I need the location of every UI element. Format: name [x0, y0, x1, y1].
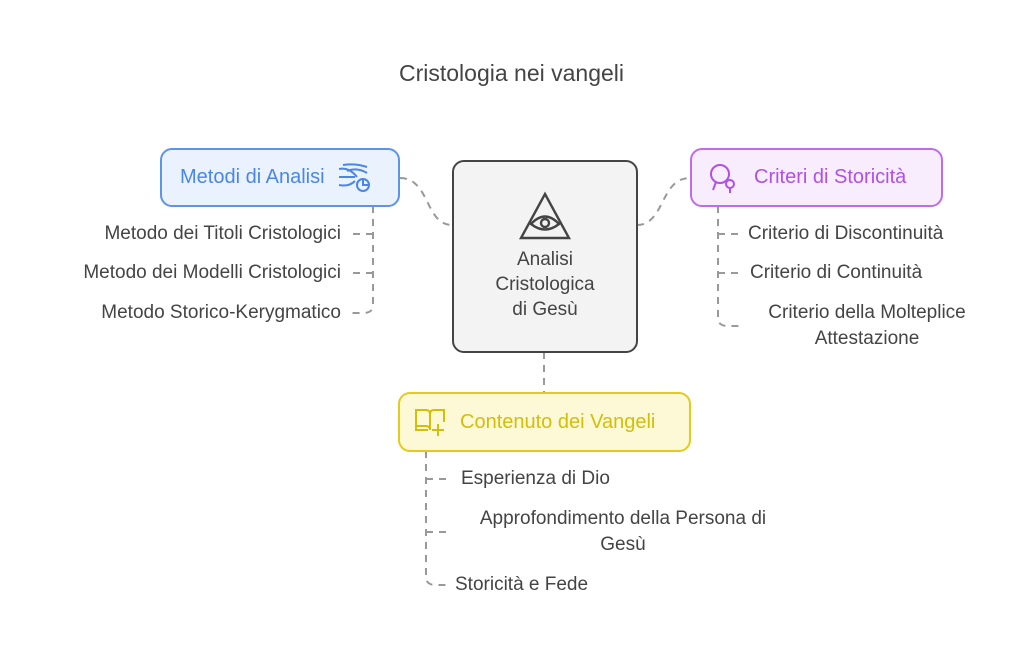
contenuto-item: Approfondimento della Persona di Gesù	[450, 506, 796, 558]
center-node[interactable]: Analisi Cristologica di Gesù	[452, 160, 638, 353]
contenuto-item: Esperienza di Dio	[461, 468, 610, 489]
criteri-item-line2: Attestazione	[814, 328, 920, 349]
contenuto-item-line2: Gesù	[600, 534, 646, 555]
diagram-title: Cristologia nei vangeli	[398, 60, 624, 86]
criteri-node[interactable]: Criteri di Storicità	[690, 148, 943, 207]
contenuto-label: Contenuto dei Vangeli	[460, 410, 656, 433]
contenuto-item-line1: Approfondimento della Persona di	[479, 508, 767, 529]
criteri-item: Criterio di Discontinuità	[748, 223, 944, 244]
wind-chart-icon	[338, 162, 370, 192]
criteri-item-line1: Criterio della Molteplice	[768, 302, 966, 323]
contenuto-item: Storicità e Fede	[455, 574, 589, 595]
center-line1: Analisi	[517, 249, 573, 270]
metodi-item: Metodo dei Modelli Cristologici	[83, 262, 341, 283]
metodi-node[interactable]: Metodi di Analisi	[160, 148, 400, 207]
eye-triangle-icon	[518, 191, 572, 240]
metodi-item: Metodo dei Titoli Cristologici	[104, 223, 341, 244]
contenuto-node[interactable]: Contenuto dei Vangeli	[398, 392, 691, 452]
criteri-label: Criteri di Storicità	[754, 166, 907, 188]
book-plus-icon	[415, 409, 445, 436]
metodi-label: Metodi di Analisi	[180, 166, 325, 188]
criteri-item: Criterio di Continuità	[750, 262, 923, 283]
center-line2: Cristologica	[495, 274, 595, 295]
search-person-icon	[710, 163, 735, 193]
center-line3: di Gesù	[512, 299, 578, 320]
metodi-item: Metodo Storico-Kerygmatico	[101, 302, 341, 323]
